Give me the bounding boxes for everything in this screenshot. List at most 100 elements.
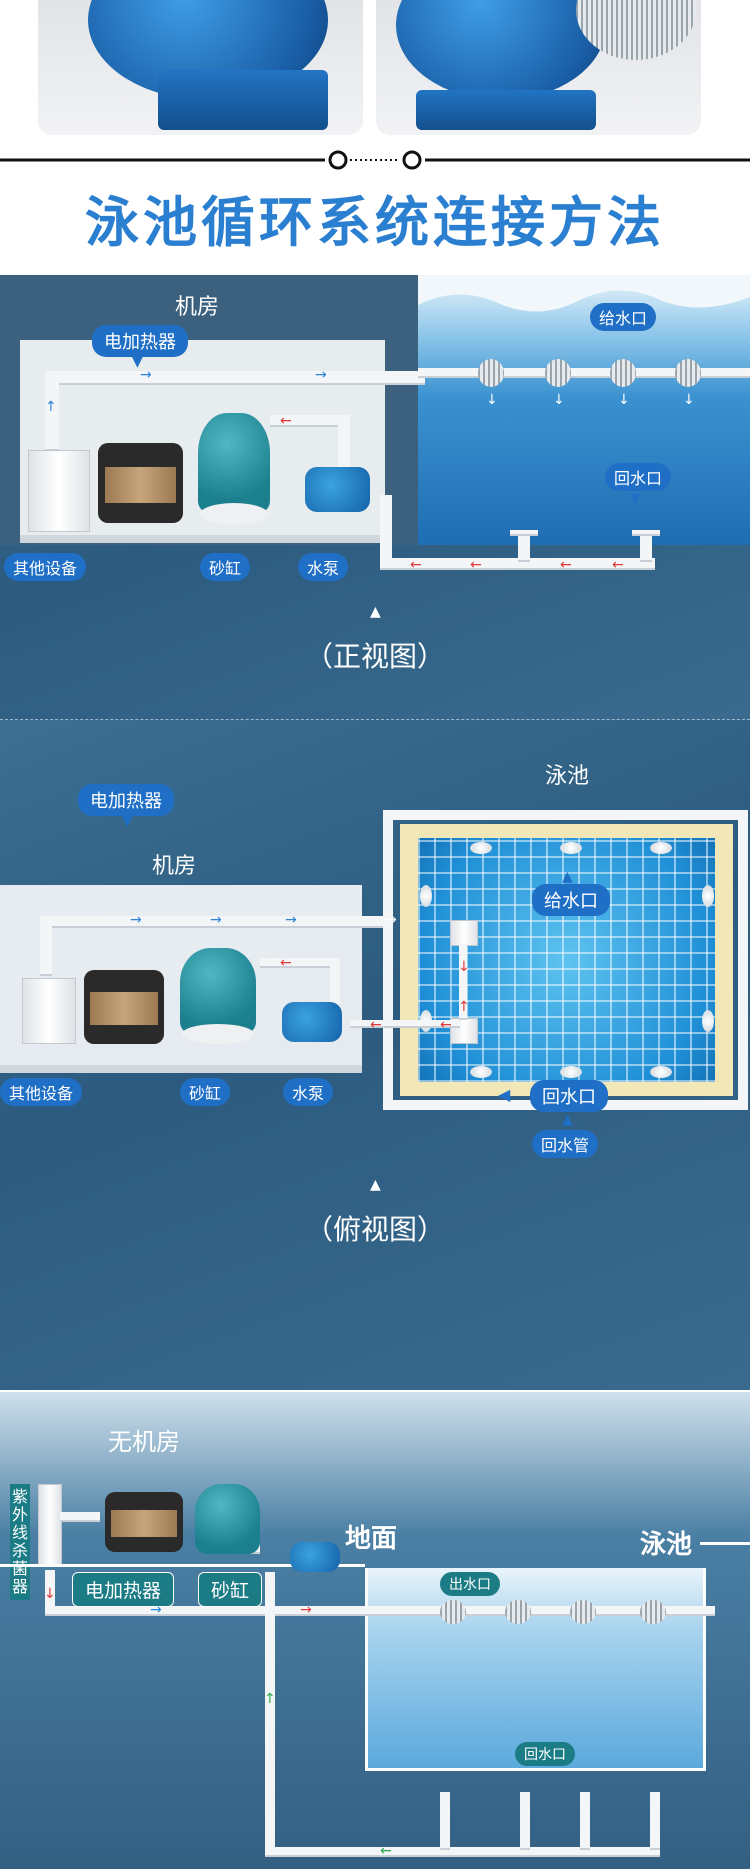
water-pump bbox=[282, 1002, 342, 1042]
flow-arrow: ↓ bbox=[618, 392, 630, 408]
sand-filter bbox=[198, 413, 270, 513]
return-drop-1 bbox=[440, 1792, 450, 1850]
electric-heater bbox=[98, 443, 183, 523]
caption-pointer-icon: ▲ bbox=[370, 604, 381, 620]
sand-inlet-pipe bbox=[270, 415, 350, 427]
flow-arrow: ↓ bbox=[683, 392, 695, 408]
sand-filter-label: 砂缸 bbox=[200, 553, 251, 581]
wall-nozzle bbox=[560, 842, 582, 854]
other-device bbox=[28, 450, 90, 532]
heater-label: 电加热器 bbox=[92, 325, 188, 357]
flow-arrow: → bbox=[140, 367, 152, 383]
ground-label: 地面 bbox=[345, 1524, 398, 1554]
front-view-caption: （正视图） bbox=[305, 640, 446, 673]
flow-arrow: ↓ bbox=[44, 1586, 56, 1602]
wall-nozzle bbox=[702, 885, 714, 907]
top-view-panel: 泳池 机房 → → → → ← ← ← ↓ ↑ 电加热器 ▼ 其他设备 砂缸 水… bbox=[0, 720, 750, 1390]
flow-arrow: ← bbox=[470, 557, 482, 573]
wall-nozzle bbox=[420, 885, 432, 907]
return-drain-1 bbox=[510, 530, 538, 536]
other-device-label: 其他设备 bbox=[0, 1078, 83, 1106]
other-device bbox=[22, 978, 76, 1044]
inlet-label: 给水口 bbox=[532, 884, 610, 916]
sand-filter-label: 砂缸 bbox=[198, 1572, 263, 1607]
no-room-panel: 无机房 紫外线杀菌器 地面 泳池 电加热器 砂缸 出水口 回水口 ↓ → → ↑… bbox=[0, 1392, 750, 1869]
return-pipe-bottom bbox=[380, 558, 655, 570]
return-inlet-label: 回水口 bbox=[515, 1742, 575, 1766]
pump-base bbox=[416, 90, 596, 130]
inlet-label: 给水口 bbox=[590, 303, 657, 331]
pointer-icon: ▲ bbox=[562, 1112, 573, 1128]
pointer-icon: ▲ bbox=[562, 869, 573, 885]
flow-arrow: → bbox=[150, 1602, 162, 1618]
flow-arrow: ↑ bbox=[458, 999, 470, 1015]
flow-arrow: → bbox=[210, 912, 222, 928]
return-drop-2 bbox=[520, 1792, 530, 1850]
pool-basin bbox=[365, 1568, 706, 1771]
pointer-icon: ▼ bbox=[132, 354, 143, 370]
sand-filter-label: 砂缸 bbox=[180, 1078, 231, 1106]
room-label: 机房 bbox=[152, 854, 197, 879]
wall-nozzle bbox=[560, 1066, 582, 1078]
return-drop-3 bbox=[580, 1792, 590, 1850]
outlet-nozzle bbox=[440, 1600, 466, 1624]
flow-arrow: ← bbox=[410, 557, 422, 573]
sand-filter-base bbox=[182, 1024, 254, 1044]
return-pipe-in-pool bbox=[459, 944, 467, 1020]
supply-pipe-vertical bbox=[45, 371, 59, 451]
wall-nozzle bbox=[470, 842, 492, 854]
panel-separator bbox=[0, 719, 750, 720]
pump-to-pool-pipe bbox=[350, 1020, 460, 1028]
section-divider bbox=[0, 150, 750, 170]
skimmer bbox=[450, 920, 478, 946]
pump-riser bbox=[330, 958, 340, 1014]
flow-arrow: ← bbox=[560, 557, 572, 573]
supply-riser bbox=[40, 916, 52, 976]
inlet-nozzle bbox=[478, 359, 504, 387]
outlet-label: 出水口 bbox=[440, 1572, 500, 1596]
return-under-pipe bbox=[265, 1847, 660, 1857]
outlet-nozzle bbox=[640, 1600, 666, 1624]
flow-arrow: ↑ bbox=[264, 1691, 276, 1707]
pool-label: 泳池 bbox=[640, 1530, 693, 1560]
flow-arrow: ← bbox=[612, 557, 624, 573]
inlet-nozzle bbox=[610, 359, 636, 387]
wall-nozzle bbox=[650, 1066, 672, 1078]
heater-label: 电加热器 bbox=[72, 1572, 175, 1607]
supply-pipe bbox=[40, 916, 383, 928]
wall-nozzle bbox=[470, 1066, 492, 1078]
water-pump bbox=[305, 467, 370, 512]
return-pipe-label: 回水管 bbox=[532, 1130, 599, 1158]
product-photos bbox=[0, 0, 750, 140]
page-title: 泳池循环系统连接方法 bbox=[85, 191, 665, 254]
inlet-nozzle bbox=[545, 359, 571, 387]
uv-pipe bbox=[60, 1512, 100, 1522]
flow-arrow: → bbox=[285, 912, 297, 928]
return-drain-2 bbox=[632, 530, 660, 536]
electric-heater bbox=[84, 970, 164, 1044]
no-room-title: 无机房 bbox=[108, 1428, 180, 1456]
return-drop-2 bbox=[640, 530, 652, 562]
uv-sterilizer-label: 紫外线杀菌器 bbox=[10, 1484, 30, 1600]
sand-filter bbox=[180, 948, 256, 1034]
sand-filter-base bbox=[200, 503, 268, 525]
motor-body bbox=[396, 0, 606, 100]
flow-arrow: ← bbox=[280, 955, 292, 971]
heater-label: 电加热器 bbox=[78, 784, 174, 816]
water-pump bbox=[290, 1542, 340, 1572]
flow-arrow: ↓ bbox=[553, 392, 565, 408]
supply-drop bbox=[45, 1570, 55, 1610]
pump-base bbox=[158, 70, 328, 130]
outlet-nozzle bbox=[505, 1600, 531, 1624]
sand-filter bbox=[195, 1484, 260, 1554]
ground-line bbox=[0, 1564, 365, 1567]
uv-sterilizer bbox=[38, 1484, 62, 1566]
flow-arrow: ← bbox=[440, 1017, 452, 1033]
flow-arrow: ← bbox=[380, 1843, 392, 1859]
pool-label: 泳池 bbox=[545, 764, 590, 789]
top-view-caption: （俯视图） bbox=[305, 1213, 446, 1246]
flow-arrow: → bbox=[300, 1602, 312, 1618]
pointer-icon: ▼ bbox=[122, 813, 133, 829]
flow-arrow: → bbox=[385, 912, 397, 928]
pump-label: 水泵 bbox=[283, 1078, 334, 1106]
